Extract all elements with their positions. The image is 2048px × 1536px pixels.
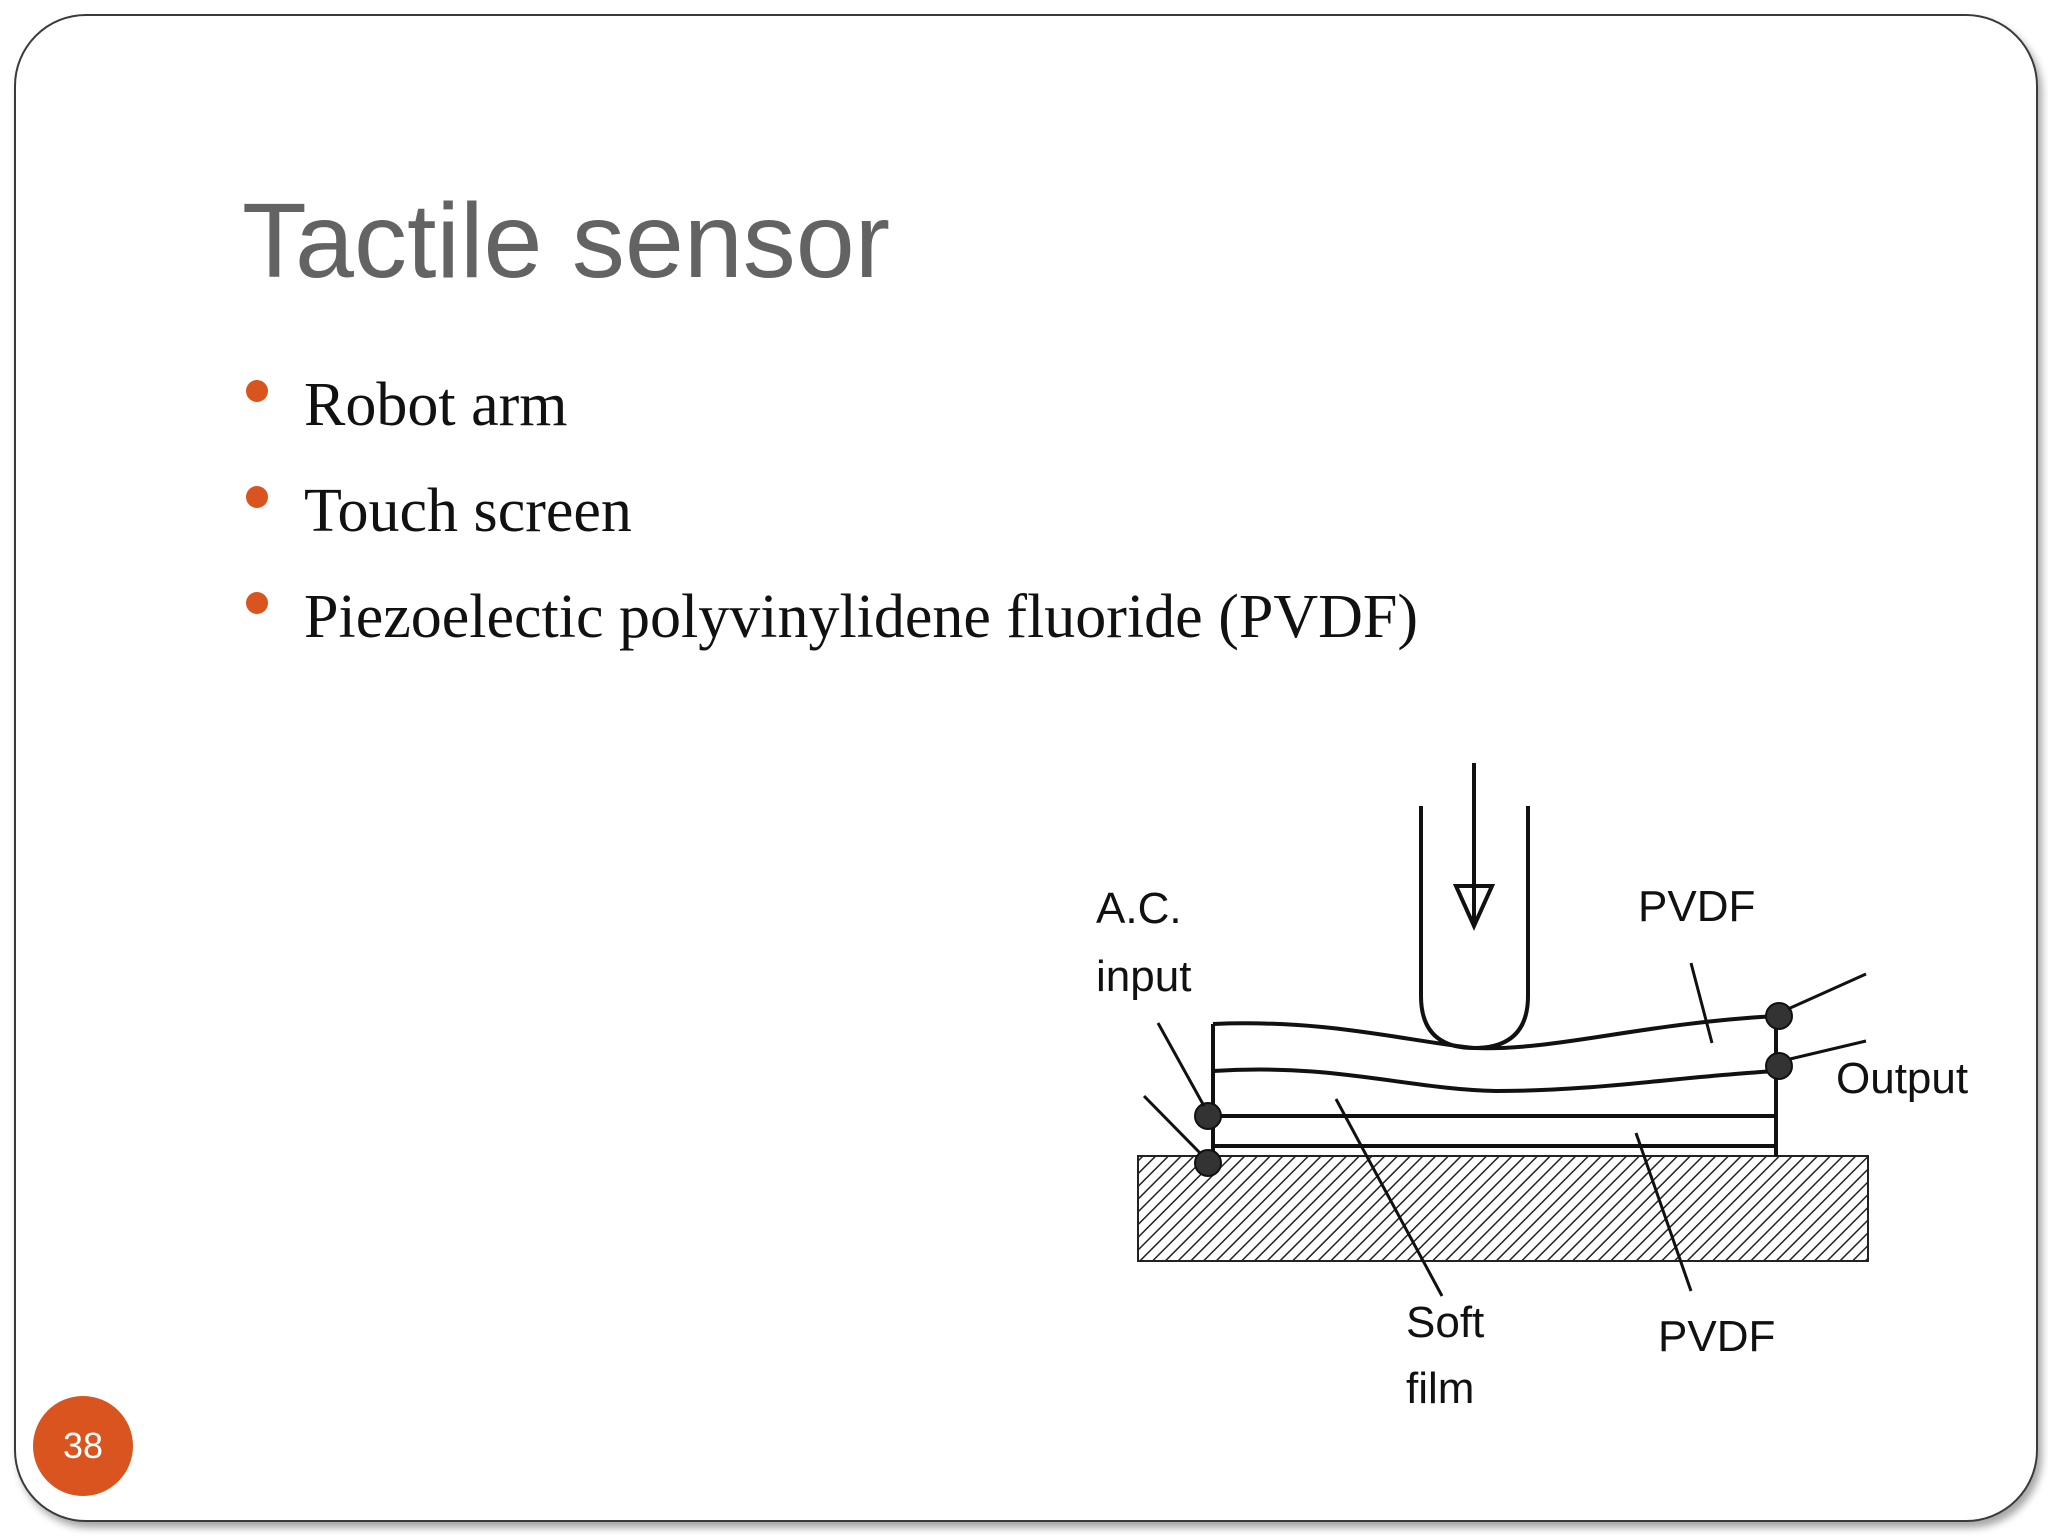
- label-pvdf-top: PVDF: [1638, 882, 1755, 931]
- tactile-sensor-diagram: A.C. input PVDF Output Soft film PVDF: [1096, 763, 1968, 1413]
- bullet-dot-icon: [246, 486, 268, 508]
- electrode-output-bottom: [1765, 1052, 1793, 1080]
- slide-title: Tactile sensor: [242, 182, 891, 300]
- slide-number-badge: 38: [33, 1396, 133, 1496]
- force-arrow-icon: [1452, 763, 1496, 931]
- electrode-output-top: [1765, 1002, 1793, 1030]
- electrode-input-bottom: [1194, 1149, 1222, 1177]
- bullet-text: Piezoelectic polyvinylidene fluoride (PV…: [304, 583, 1419, 651]
- bullet-text: Touch screen: [304, 477, 632, 545]
- bullet-dot-icon: [246, 380, 268, 402]
- label-ac-input-2: input: [1096, 952, 1191, 1001]
- pvdf-top-layer-bottom: [1212, 1067, 1777, 1094]
- pvdf-top-leader: [1689, 962, 1714, 1044]
- soft-film-leader: [1334, 1098, 1444, 1297]
- bullet-text: Robot arm: [304, 371, 568, 439]
- bullet-dot-icon: [246, 592, 268, 614]
- substrate-block: [1137, 1155, 1869, 1262]
- label-soft-film: Soft: [1406, 1298, 1484, 1347]
- slide-frame: Tactile sensor Robot arm Touch screen Pi…: [14, 14, 2038, 1522]
- input-wire-top: [1156, 1022, 1206, 1107]
- electrode-input-top: [1194, 1102, 1222, 1130]
- label-pvdf-bottom: PVDF: [1658, 1312, 1775, 1361]
- input-wire-bottom: [1142, 1094, 1202, 1155]
- pvdf-top-layer: [1212, 1014, 1777, 1051]
- label-soft-film-2: film: [1406, 1364, 1474, 1413]
- output-wire-bottom: [1789, 1039, 1867, 1061]
- pvdf-bottom-leader: [1634, 1132, 1693, 1292]
- output-wire-top: [1787, 972, 1867, 1011]
- label-output: Output: [1836, 1054, 1968, 1103]
- label-ac-input: A.C.: [1096, 884, 1182, 933]
